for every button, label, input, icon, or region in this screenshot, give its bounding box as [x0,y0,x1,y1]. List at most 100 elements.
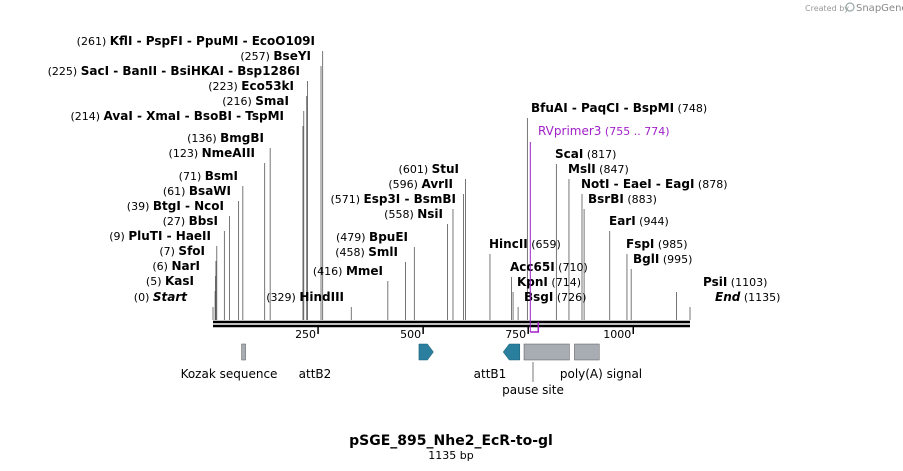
site-label: (416) MmeI [313,264,383,278]
site-enzymes: Eco53kI [241,79,294,93]
site-label: BfuAI - PaqCI - BspMI (748) [531,101,707,115]
site-label: HincII (659) [489,237,561,251]
site-enzymes: ScaI [555,147,583,161]
site-label: (214) AvaI - XmaI - BsoBI - TspMI [70,109,284,123]
feature-attb2-arrow-icon [418,343,434,361]
site-enzymes: End [715,290,741,304]
site-label: (458) SmlI [335,245,398,259]
site-enzymes: Start [153,290,188,304]
site-label: EarI (944) [609,214,669,228]
site-label: (571) Esp3I - BsmBI [330,192,456,206]
site-position: (136) [187,132,220,145]
site-enzymes: EarI [609,214,636,228]
site-enzymes: BsmI [205,169,238,183]
feature-label: pause site [502,383,564,397]
snapgene-logo-icon [845,2,855,12]
site-enzymes: KasI [165,274,194,288]
site-label: Acc65I (710) [510,260,588,274]
site-enzymes: PluTI - HaeII [128,229,211,243]
site-label: (7) SfoI [159,244,205,258]
site-enzymes: SmaI [255,94,289,108]
site-enzymes: BsaWI [189,184,231,198]
site-position: (329) [266,291,299,304]
site-position: (416) [313,265,346,278]
site-label: (601) StuI [399,162,459,176]
site-enzymes: BfuAI - PaqCI - BspMI [531,101,674,115]
site-enzymes: KpnI [517,275,548,289]
site-label: (329) HindIII [266,290,344,304]
site-position: (261) [77,35,110,48]
site-position: (714) [548,276,581,289]
credit: Created by SnapGene [805,2,903,14]
map-title: pSGE_895_Nhe2_EcR-to-gl [349,433,553,449]
site-enzymes: NmeAIII [202,146,255,160]
site-label: MslI (847) [568,162,629,176]
site-label: (27) BbsI [163,214,218,228]
site-position: (558) [384,208,417,221]
site-enzymes: SacI - BanII - BsiHKAI - Bsp1286I [81,64,300,78]
site-position: (596) [388,178,421,191]
primer: RVprimer3 (755 .. 774) [529,124,669,333]
site-position: (257) [240,50,273,63]
site-position: (0) [134,291,153,304]
site-position: (61) [163,185,189,198]
site-enzymes: MmeI [346,264,383,278]
site-label: (261) KflI - PspFI - PpuMI - EcoO109I [77,34,315,48]
backbone [213,320,690,328]
site-position: (817) [583,148,616,161]
site-leaders [212,51,691,320]
site-enzymes: PsiI [703,275,727,289]
site-position: (7) [159,245,178,258]
site-label: (596) AvrII [388,177,453,191]
site-labels: End (1135)PsiI (1103)BglI (995)FspI (985… [48,34,781,304]
site-label: BsgI (726) [524,290,586,304]
site-label: (9) PluTI - HaeII [109,229,211,243]
site-position: (5) [146,275,165,288]
feature-poly-a-signal [574,343,600,361]
feature-label: poly(A) signal [560,367,642,381]
site-label: (123) NmeAIII [169,146,255,160]
site-position: (883) [624,193,657,206]
site-enzymes: NsiI [417,207,443,221]
site-label: (216) SmaI [222,94,289,108]
site-enzymes: MslI [568,162,596,176]
site-position: (995) [659,253,692,266]
site-position: (1135) [740,291,780,304]
site-label: (6) NarI [152,259,200,273]
site-label: (5) KasI [146,274,194,288]
site-label: (61) BsaWI [163,184,231,198]
site-enzymes: HincII [489,237,528,251]
site-label: (558) NsiI [384,207,443,221]
primer-name: RVprimer3 [538,124,601,138]
site-enzymes: BbsI [189,214,218,228]
site-position: (1103) [727,276,767,289]
scale-tick-label: 500 [400,328,421,341]
site-enzymes: SmlI [368,245,398,259]
site-enzymes: BglI [633,252,659,266]
site-label: BglI (995) [633,252,692,266]
site-position: (216) [222,95,255,108]
primer-label: RVprimer3 (755 .. 774) [538,124,669,138]
credit-prefix: Created by [805,4,849,13]
site-label: (223) Eco53kI [208,79,294,93]
site-position: (944) [636,215,669,228]
feature-pause-site [523,343,570,361]
site-enzymes: BpuEI [369,230,408,244]
site-position: (847) [596,163,629,176]
scale-tick-label: 250 [295,328,316,341]
site-label: PsiI (1103) [703,275,767,289]
site-position: (748) [674,102,707,115]
site-position: (571) [330,193,363,206]
site-enzymes: AvaI - XmaI - BsoBI - TspMI [104,109,284,123]
site-enzymes: NotI - EaeI - EagI [581,177,694,191]
site-enzymes: FspI [626,237,654,251]
site-enzymes: BseYI [273,49,311,63]
site-position: (223) [208,80,241,93]
credit-brand: SnapGene [856,3,903,14]
site-enzymes: StuI [432,162,459,176]
site-enzymes: BsgI [524,290,553,304]
site-position: (479) [336,231,369,244]
site-label: (479) BpuEI [336,230,408,244]
